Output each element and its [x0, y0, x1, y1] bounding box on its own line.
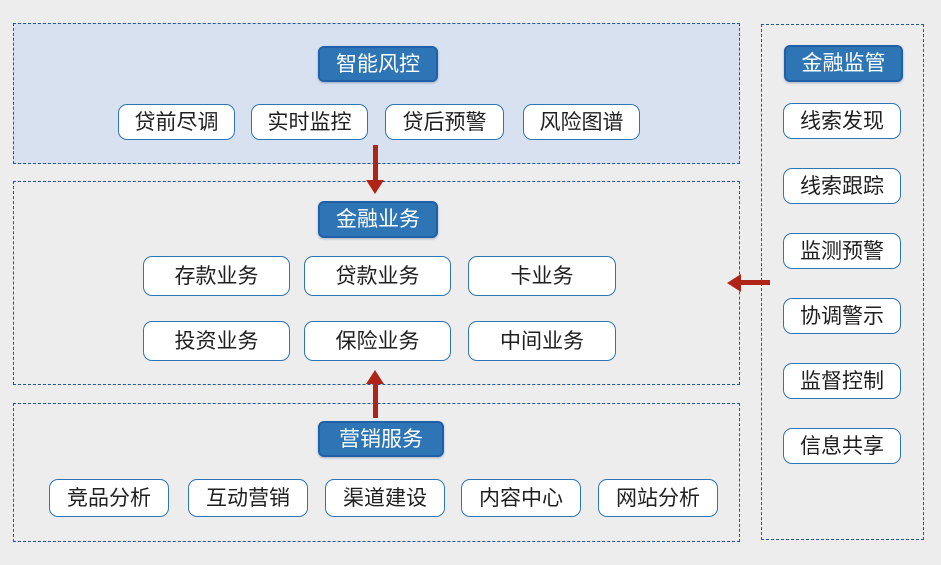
node-content-center: 内容中心	[461, 479, 581, 517]
arrow-up-icon	[373, 382, 378, 418]
marketing-services-title: 营销服务	[318, 421, 444, 457]
node-investment-business: 投资业务	[143, 321, 290, 361]
financial-regulation-panel: 金融监管 线索发现 线索跟踪 监测预警 协调警示 监督控制 信息共享	[761, 24, 924, 540]
node-loan-business: 贷款业务	[304, 256, 451, 296]
financial-business-panel: 金融业务 存款业务 贷款业务 卡业务 投资业务 保险业务 中间业务	[13, 181, 740, 385]
node-interactive-marketing: 互动营销	[188, 479, 308, 517]
risk-control-title: 智能风控	[318, 46, 438, 82]
node-clue-tracking: 线索跟踪	[783, 168, 901, 204]
node-risk-graph: 风险图谱	[523, 104, 640, 140]
financial-business-title: 金融业务	[318, 201, 438, 238]
arrow-down-icon	[373, 145, 378, 182]
node-pre-loan-due-diligence: 贷前尽调	[118, 104, 235, 140]
node-competitor-analysis: 竞品分析	[49, 479, 169, 517]
arrow-down-head-icon	[366, 180, 384, 194]
node-card-business: 卡业务	[468, 256, 616, 296]
financial-regulation-title: 金融监管	[784, 45, 903, 82]
node-coordination-alert: 协调警示	[783, 298, 901, 334]
arrow-up-head-icon	[366, 370, 384, 384]
marketing-services-panel: 营销服务 竞品分析 互动营销 渠道建设 内容中心 网站分析	[13, 403, 740, 542]
node-intermediary-business: 中间业务	[468, 321, 616, 361]
arrow-left-head-icon	[727, 274, 741, 292]
node-channel-building: 渠道建设	[325, 479, 445, 517]
node-deposit-business: 存款业务	[143, 256, 290, 296]
node-supervision-control: 监督控制	[783, 363, 901, 399]
node-website-analysis: 网站分析	[598, 479, 718, 517]
node-real-time-monitoring: 实时监控	[251, 104, 368, 140]
node-clue-discovery: 线索发现	[783, 103, 901, 139]
node-post-loan-warning: 贷后预警	[385, 104, 504, 140]
risk-control-panel: 智能风控 贷前尽调 实时监控 贷后预警 风险图谱	[13, 23, 740, 164]
arrow-left-icon	[739, 280, 770, 285]
node-information-sharing: 信息共享	[783, 428, 901, 464]
node-monitoring-warning: 监测预警	[783, 233, 901, 269]
node-insurance-business: 保险业务	[304, 321, 451, 361]
